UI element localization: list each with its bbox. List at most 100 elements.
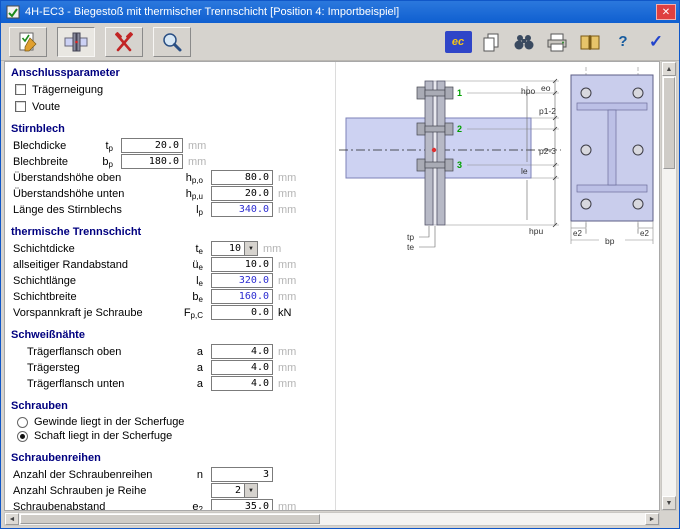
tp-leader xyxy=(419,226,429,237)
weld-top-input[interactable] xyxy=(211,344,273,359)
le-symbol: le xyxy=(171,275,211,287)
row-2-number: 2 xyxy=(457,124,462,134)
schichtdicke-label: Schichtdicke xyxy=(13,243,171,255)
end-plate-left xyxy=(425,81,433,225)
voute-label: Voute xyxy=(32,101,60,113)
traegerneigung-checkbox[interactable] xyxy=(15,84,26,95)
fpc-input[interactable] xyxy=(211,305,273,320)
weld-web-unit: mm xyxy=(278,362,296,374)
connection-drawing: 1 2 3 hpo xyxy=(337,64,659,510)
blechdicke-row: Blechdicke tp mm xyxy=(13,138,335,153)
vorspannkraft-label: Vorspannkraft je Schraube xyxy=(13,307,171,319)
splice-view-button[interactable] xyxy=(57,27,95,57)
edit-parameters-button[interactable] xyxy=(9,27,47,57)
help-button[interactable]: ? xyxy=(608,28,638,56)
lp-unit: mm xyxy=(278,204,296,216)
schichtbreite-row: Schichtbreite be mm xyxy=(13,289,335,304)
weld-web-row: Trägersteg a mm xyxy=(27,360,335,375)
eurocode-button[interactable]: ec xyxy=(443,28,473,56)
vertical-scrollbar[interactable]: ▲ ▼ xyxy=(661,61,677,511)
bolts-per-row-select[interactable]: 2 ▼ xyxy=(211,483,258,498)
schichtdicke-value: 10 xyxy=(211,241,244,256)
traegerneigung-label: Trägerneigung xyxy=(32,84,103,96)
parameter-form: Anschlussparameter Trägerneigung Voute S… xyxy=(7,64,335,511)
manual-button[interactable] xyxy=(575,28,605,56)
e2-label: Schraubenabstand xyxy=(13,501,171,512)
end-plate-right xyxy=(437,81,445,225)
view-results-button[interactable] xyxy=(153,27,191,57)
hpu-input[interactable] xyxy=(211,186,273,201)
bp-symbol: bp xyxy=(97,156,121,168)
n-symbol: n xyxy=(171,469,211,481)
voute-checkbox[interactable] xyxy=(15,101,26,112)
design-button[interactable] xyxy=(105,27,143,57)
reihen-anzahl-label: Anzahl der Schraubenreihen xyxy=(13,469,171,481)
traegerneigung-row: Trägerneigung xyxy=(15,82,335,97)
gewinde-radio[interactable] xyxy=(17,417,28,428)
reihen-anzahl-row: Anzahl der Schraubenreihen n xyxy=(13,467,335,482)
rows-count-input[interactable] xyxy=(211,467,273,482)
section-anschlussparameter: Anschlussparameter xyxy=(11,67,335,79)
weld-top-label: Trägerflansch oben xyxy=(27,346,163,358)
e2-left-label: e2 xyxy=(573,229,582,238)
hpo-input[interactable] xyxy=(211,170,273,185)
schichtlaenge-row: Schichtlänge le mm xyxy=(13,273,335,288)
scrollbar-corner xyxy=(661,512,677,526)
horizontal-scrollbar[interactable]: ◄ ► xyxy=(4,512,660,526)
schrauben-je-reihe-row: Anzahl Schrauben je Reihe 2 ▼ xyxy=(13,483,335,498)
scroll-up-button[interactable]: ▲ xyxy=(662,62,676,76)
splice-icon xyxy=(64,31,88,53)
scroll-left-button[interactable]: ◄ xyxy=(5,513,19,525)
weld-bottom-symbol: a xyxy=(163,378,211,390)
hpo-dim-label: hpo xyxy=(521,86,535,96)
arrow-right-icon: ► xyxy=(649,516,656,523)
ueberstand-unten-row: Überstandshöhe unten hp,u mm xyxy=(13,186,335,201)
confirm-button[interactable]: ✓ xyxy=(641,28,671,56)
weld-web-input[interactable] xyxy=(211,360,273,375)
chevron-down-icon[interactable]: ▼ xyxy=(244,483,258,498)
vorspannkraft-row: Vorspannkraft je Schraube Fp,C kN xyxy=(13,305,335,320)
chevron-down-icon[interactable]: ▼ xyxy=(244,241,258,256)
ueberstand-unten-label: Überstandshöhe unten xyxy=(13,188,153,200)
scroll-right-button[interactable]: ► xyxy=(645,513,659,525)
hpu-unit: mm xyxy=(278,188,296,200)
stirnblech-laenge-row: Länge des Stirnblechs lp mm xyxy=(13,202,335,217)
schichtdicke-unit: mm xyxy=(263,243,281,255)
close-icon: ✕ xyxy=(662,7,670,18)
title-bar: 4H-EC3 - Biegestoß mit thermischer Trenn… xyxy=(1,1,679,23)
hpu-dim-label: hpu xyxy=(529,226,543,236)
app-icon xyxy=(6,5,20,19)
e2-input[interactable] xyxy=(211,499,273,511)
schaft-radio[interactable] xyxy=(17,431,28,442)
p23-dim-label: p2-3 xyxy=(539,146,556,156)
te-leader xyxy=(419,226,435,247)
weld-bottom-input[interactable] xyxy=(211,376,273,391)
row-3-number: 3 xyxy=(457,160,462,170)
gewinde-label: Gewinde liegt in der Scherfuge xyxy=(34,416,184,428)
print-button[interactable] xyxy=(542,28,572,56)
weld-top-symbol: a xyxy=(163,346,211,358)
close-button[interactable]: ✕ xyxy=(656,4,676,20)
copy-icon xyxy=(480,31,502,53)
bp-dim-label: bp xyxy=(605,236,615,246)
arrow-down-icon: ▼ xyxy=(666,500,673,507)
vertical-scroll-thumb[interactable] xyxy=(663,77,675,169)
weld-top-unit: mm xyxy=(278,346,296,358)
search-button[interactable] xyxy=(509,28,539,56)
randabstand-label: allseitiger Randabstand xyxy=(13,259,171,271)
blechbreite-row: Blechbreite bp mm xyxy=(13,154,335,169)
schichtdicke-select[interactable]: 10 ▼ xyxy=(211,241,258,256)
scroll-down-button[interactable]: ▼ xyxy=(662,496,676,510)
eo-dim-label: eo xyxy=(541,83,551,93)
gewinde-row: Gewinde liegt in der Scherfuge xyxy=(17,415,335,429)
e2-row: Schraubenabstand e2 mm xyxy=(13,499,335,511)
drawing-svg: 1 2 3 hpo xyxy=(337,64,660,511)
blechdicke-input[interactable] xyxy=(121,138,183,153)
section-schweissnaehte: Schweißnähte xyxy=(11,329,335,341)
e2-right-label: e2 xyxy=(640,229,649,238)
blechbreite-input[interactable] xyxy=(121,154,183,169)
copy-button[interactable] xyxy=(476,28,506,56)
question-icon: ? xyxy=(618,33,627,50)
horizontal-scroll-thumb[interactable] xyxy=(20,514,320,524)
randabstand-input[interactable] xyxy=(211,257,273,272)
